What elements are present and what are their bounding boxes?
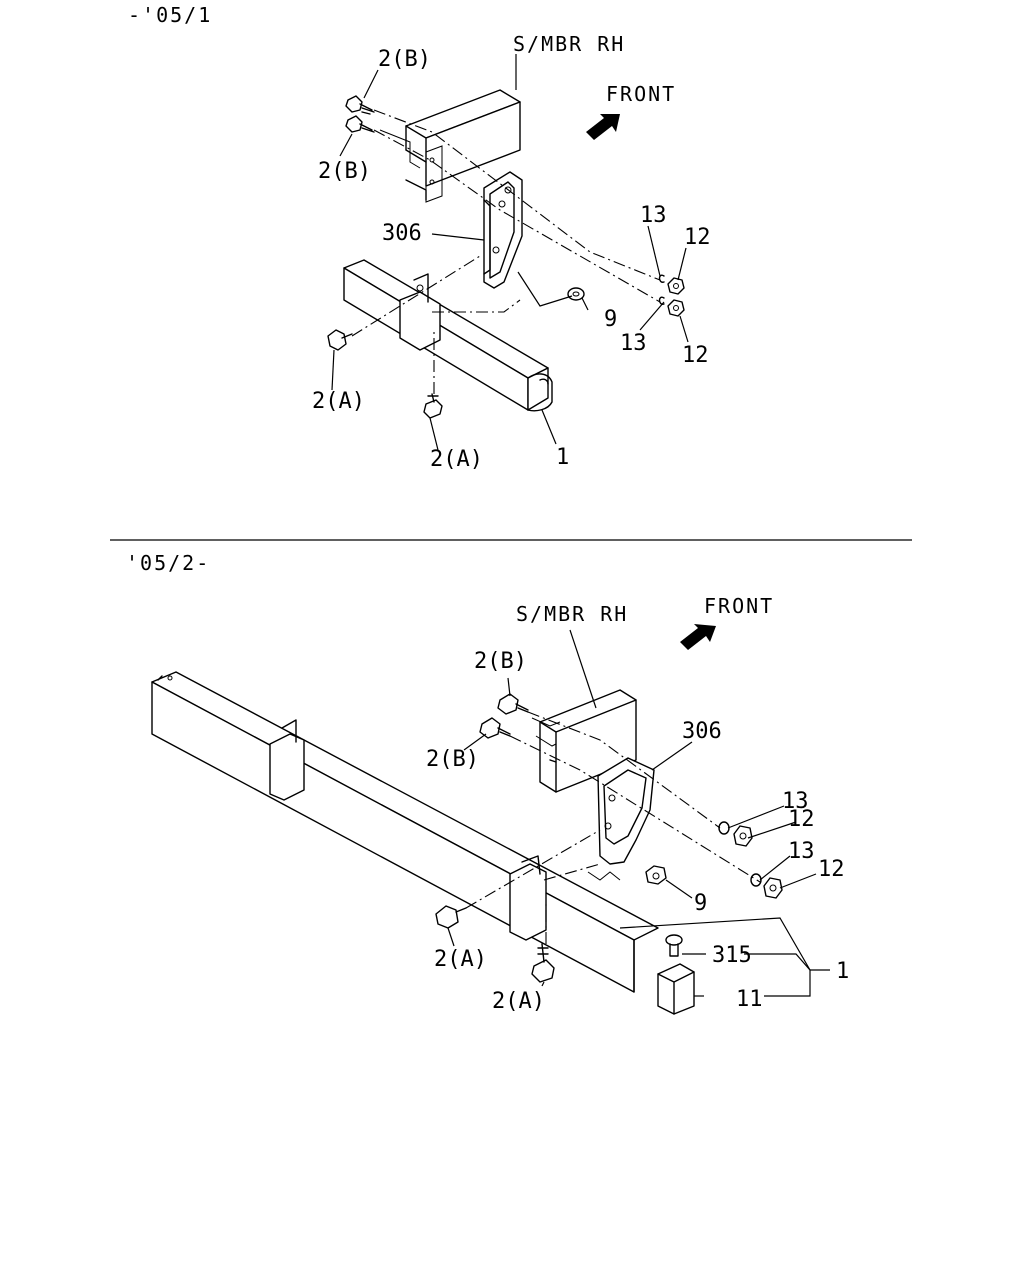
- label-2b-upper: 2(B): [378, 47, 431, 72]
- bolt-2a-left: [435, 905, 467, 929]
- bolt-2b-lower: [345, 115, 375, 133]
- label-2a-bottom: 2(A): [430, 447, 483, 472]
- nut-9: [567, 287, 585, 301]
- label-2b-upper: 2(B): [474, 649, 527, 674]
- label-12-upper: 12: [788, 807, 815, 832]
- section-1-front-label: FRONT: [606, 82, 676, 106]
- section-1-diagram: -'05/1 S/MBR RH FRONT: [128, 3, 711, 472]
- label-12-lower: 12: [682, 343, 709, 368]
- label-9: 9: [604, 307, 617, 332]
- label-1: 1: [556, 445, 569, 470]
- section-1-member-label: S/MBR RH: [513, 32, 625, 56]
- label-2a-left: 2(A): [434, 947, 487, 972]
- nut-12-lower: [667, 299, 685, 317]
- crossmember-1: [151, 671, 659, 993]
- side-member: [539, 689, 637, 793]
- label-315: 315: [712, 943, 752, 968]
- rivet-315: [665, 934, 683, 957]
- label-11: 11: [736, 987, 763, 1012]
- label-2b-lower: 2(B): [318, 159, 371, 184]
- washer-13-lower: [750, 873, 762, 887]
- bolt-2b-upper: [345, 95, 375, 115]
- bolt-2a-left: [327, 329, 353, 351]
- section-2-diagram: '05/2- S/MBR RH FRONT: [126, 551, 849, 1015]
- label-13-upper: 13: [640, 203, 667, 228]
- section-1-range: -'05/1: [128, 3, 212, 27]
- section-2-member-label: S/MBR RH: [516, 602, 628, 626]
- label-13-upper: 13: [782, 789, 809, 814]
- nut-12-upper: [667, 277, 685, 295]
- bracket-306: [483, 171, 523, 289]
- label-12-upper: 12: [684, 225, 711, 250]
- bolt-2b-upper: [497, 693, 529, 715]
- side-member: [405, 89, 521, 203]
- front-arrow-icon: [680, 624, 716, 650]
- end-cap-11: [657, 963, 695, 1015]
- label-9: 9: [694, 891, 707, 916]
- label-306: 306: [382, 221, 422, 246]
- front-arrow-icon: [586, 114, 620, 140]
- label-2b-lower: 2(B): [426, 747, 479, 772]
- section-2-front-label: FRONT: [704, 594, 774, 618]
- label-13-lower: 13: [788, 839, 815, 864]
- bracket-306: [597, 757, 655, 865]
- label-306: 306: [682, 719, 722, 744]
- bolt-2b-lower: [479, 717, 511, 739]
- nut-12-lower: [763, 877, 783, 899]
- nut-9: [645, 865, 667, 885]
- nut-12-upper: [733, 825, 753, 847]
- crossmember-1: [343, 259, 553, 412]
- bolt-2a-bottom: [423, 393, 443, 419]
- washer-13-upper: [658, 274, 665, 283]
- label-2a-left: 2(A): [312, 389, 365, 414]
- bolt-2a-bottom: [531, 943, 555, 983]
- label-2a-bottom: 2(A): [492, 989, 545, 1014]
- label-13-lower: 13: [620, 331, 647, 356]
- label-1: 1: [836, 959, 849, 984]
- washer-13-upper: [718, 821, 730, 835]
- section-2-range: '05/2-: [126, 551, 210, 575]
- label-12-lower: 12: [818, 857, 845, 882]
